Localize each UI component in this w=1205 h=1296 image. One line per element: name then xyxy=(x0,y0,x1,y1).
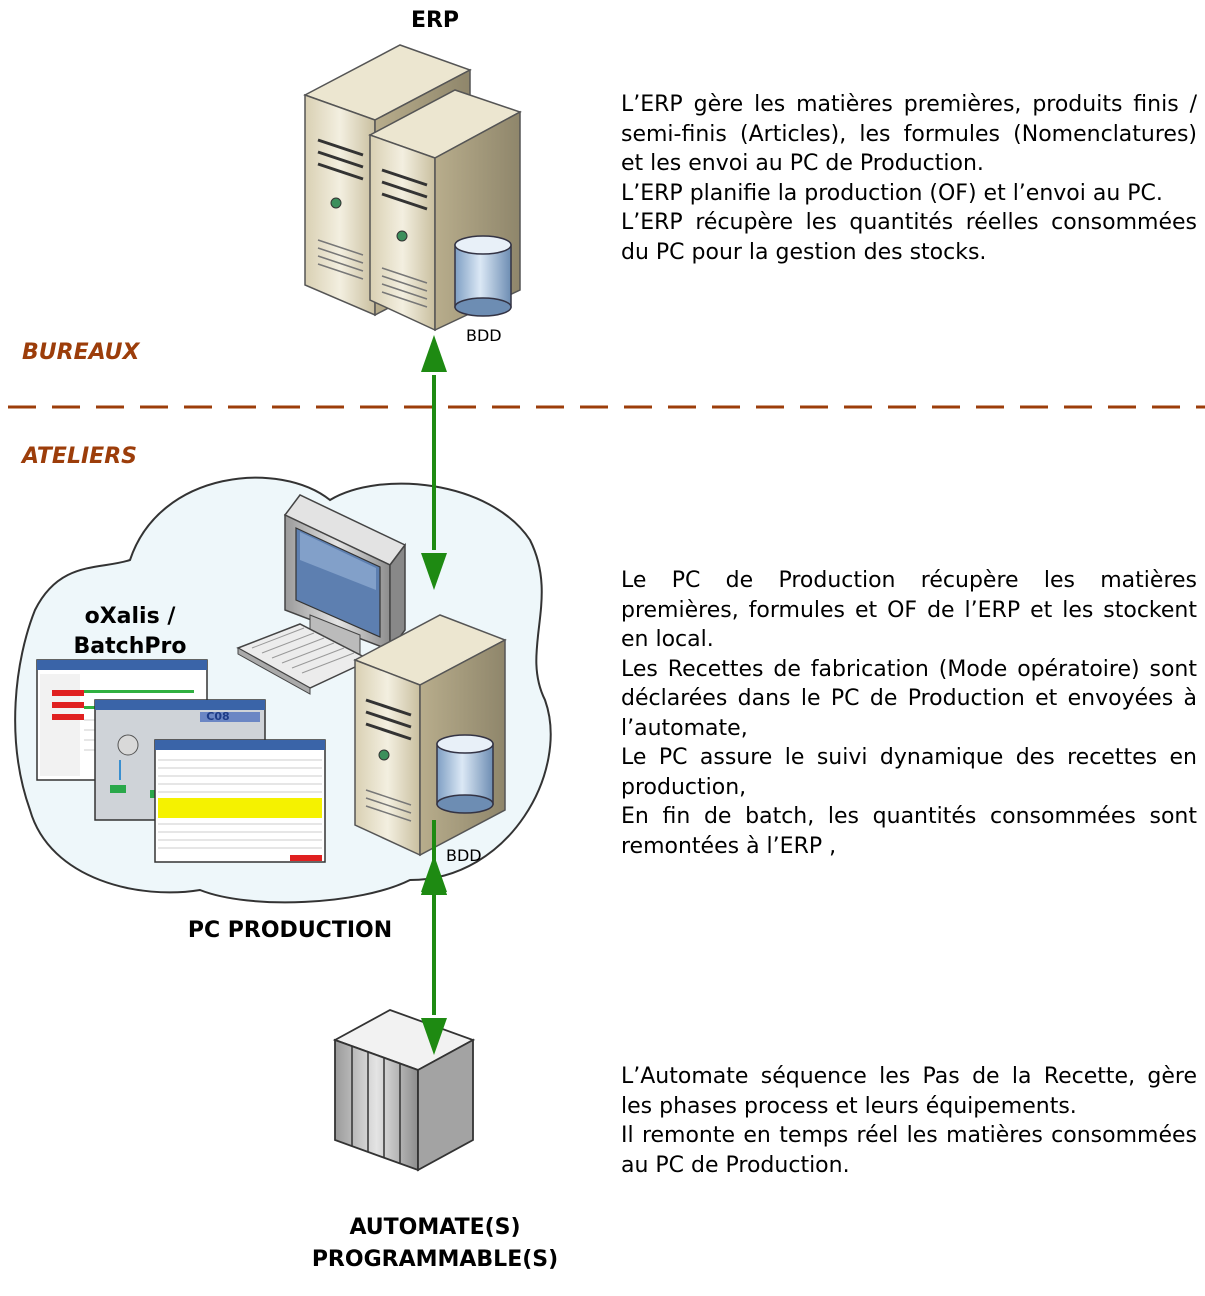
erp-desc-line: L’ERP gère les matières premières, produ… xyxy=(621,92,1197,176)
erp-title: ERP xyxy=(410,8,460,33)
pc-title: PC PRODUCTION xyxy=(187,918,393,943)
plc-desc-line: Il remonte en temps réel les matières co… xyxy=(621,1123,1197,1178)
arrow-erp-pc xyxy=(421,335,447,590)
pc-database-icon xyxy=(436,734,494,814)
erp-desc-line: L’ERP récupère les quantités réelles con… xyxy=(621,210,1197,265)
arrow-pc-plc xyxy=(421,820,447,895)
erp-description: L’ERP gère les matières premières, produ… xyxy=(621,90,1197,267)
plc-title: AUTOMATE(S) PROGRAMMABLE(S) xyxy=(270,1212,600,1276)
pc-tower-icon xyxy=(353,614,507,857)
pc-db-label: BDD xyxy=(446,846,482,865)
plc-title-line1: AUTOMATE(S) xyxy=(349,1215,521,1240)
zone-label-office: BUREAUX xyxy=(22,340,140,365)
screen-label: C08 xyxy=(206,710,229,723)
pc-description: Le PC de Production récupère les matière… xyxy=(621,566,1197,861)
erp-database-icon xyxy=(454,235,512,317)
software-screen-3 xyxy=(154,739,326,863)
plc-desc-line: L’Automate séquence les Pas de la Recett… xyxy=(621,1064,1197,1119)
pc-desc-line: Le PC assure le suivi dynamique des rece… xyxy=(621,745,1197,800)
plc-title-line2: PROGRAMMABLE(S) xyxy=(311,1247,559,1272)
pc-desc-line: En fin de batch, les quantités consommée… xyxy=(621,804,1197,859)
erp-desc-line: L’ERP planifie la production (OF) et l’e… xyxy=(621,180,1163,206)
software-name: oXalis / BatchPro xyxy=(73,604,187,659)
pc-desc-line: Les Recettes de fabrication (Mode opérat… xyxy=(621,656,1197,741)
plc-description: L’Automate séquence les Pas de la Recett… xyxy=(621,1062,1197,1180)
pc-desc-line: Le PC de Production récupère les matière… xyxy=(621,568,1197,652)
plc-icon xyxy=(332,1009,476,1172)
erp-db-label: BDD xyxy=(466,326,502,345)
zone-label-workshop: ATELIERS xyxy=(22,444,137,469)
